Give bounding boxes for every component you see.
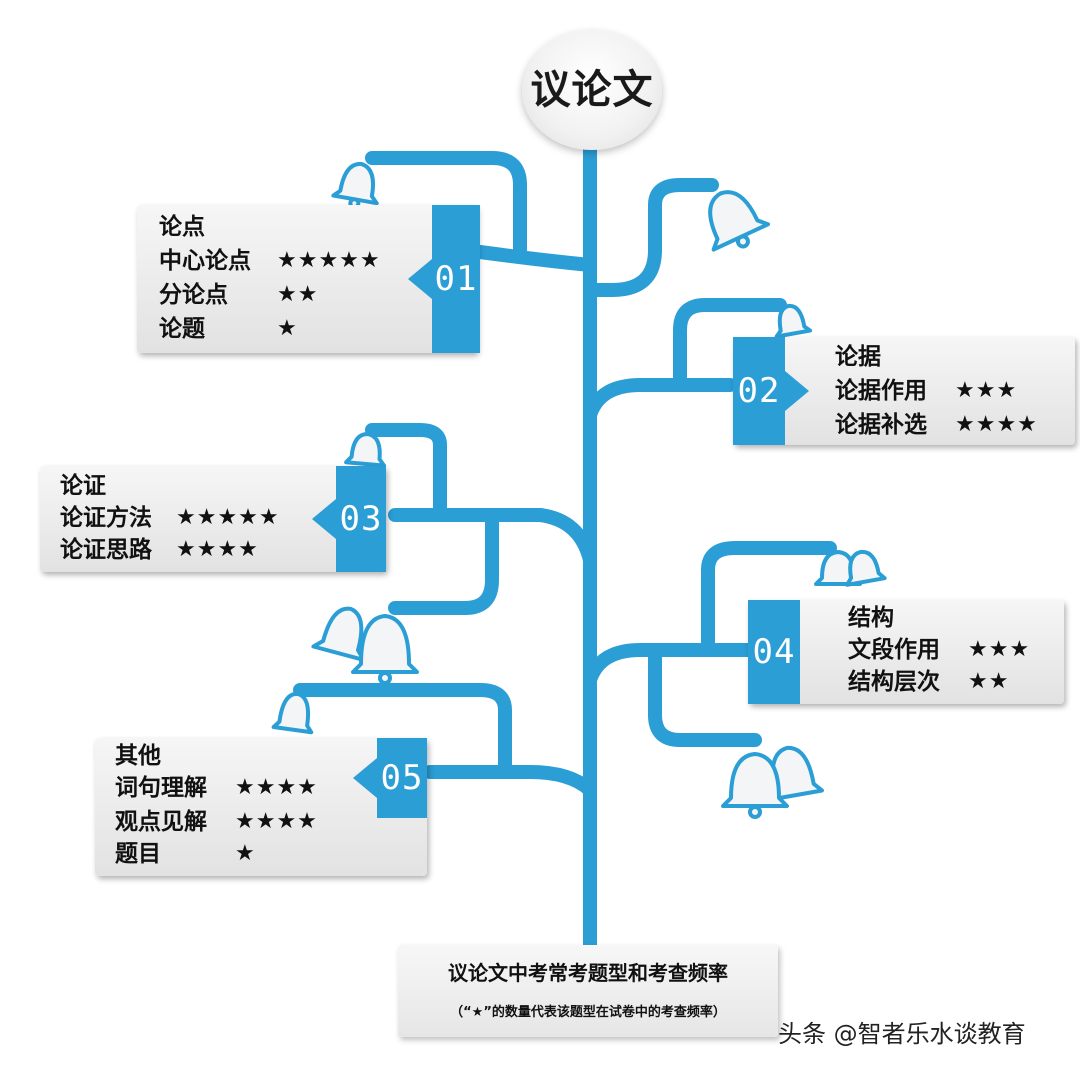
branch-04-down-curl (648, 643, 762, 747)
card-02-number: 02 (733, 337, 809, 445)
card-04-item-label: 文段作用 (848, 637, 940, 663)
card-05-item-stars: ★★★★ (235, 775, 318, 800)
card-03-heading: 论证 (60, 473, 106, 499)
bell-icon (271, 691, 314, 735)
page-title: 议论文 (530, 67, 654, 113)
card-01-item-label: 论题 (159, 316, 205, 342)
bell-icon (845, 549, 887, 587)
card-04-item-label: 结构层次 (848, 669, 940, 695)
legend-title: 议论文中考常考题型和考查频率 (448, 961, 728, 985)
card-05: 05 其他 词句理解 ★★★★ 观点见解 ★★★★ 题目 ★ (95, 738, 427, 876)
bell-icon (774, 303, 813, 339)
card-02-item-stars: ★★★ (955, 378, 1018, 403)
branch-01-curl (365, 151, 527, 259)
card-04-number: 04 (748, 600, 800, 704)
card-03-number: 03 (312, 466, 386, 572)
card-01-item-stars: ★★★★★ (277, 248, 381, 273)
branch-02 (583, 378, 737, 422)
branch-04-curl (701, 541, 837, 657)
card-01-item-stars: ★★ (277, 282, 319, 307)
title-circle: 议论文 (522, 30, 662, 150)
branch-02-curl (673, 298, 787, 392)
card-01-heading: 论点 (159, 214, 205, 240)
bell-icon (331, 161, 379, 210)
card-03-item-label: 论证方法 (60, 505, 152, 531)
card-02-item-label: 论据作用 (835, 378, 927, 404)
legend-note: （“★”的数量代表该题型在试卷中的考查频率） (450, 1005, 726, 1020)
card-01-item-stars: ★ (277, 316, 298, 341)
branch-05 (423, 765, 597, 797)
branch-03-down-curl (388, 513, 499, 615)
card-02: 02 论据 论据作用 ★★★ 论据补选 ★★★★ (733, 337, 1075, 445)
card-03-item-stars: ★★★★ (176, 537, 259, 562)
branch-01-right-curl (585, 178, 719, 297)
bell-icon (721, 752, 789, 819)
card-05-item-stars: ★★★★ (235, 809, 318, 834)
card-03-item-label: 论证思路 (60, 537, 152, 563)
card-02-item-stars: ★★★★ (955, 412, 1038, 437)
branch-04 (583, 643, 762, 687)
card-05-number: 05 (353, 738, 427, 818)
card-05-item-label: 词句理解 (115, 775, 207, 801)
card-03: 03 论证 论证方法 ★★★★★ 论证思路 ★★★★ (40, 466, 386, 572)
bell-icon (344, 431, 386, 468)
legend-box: 议论文中考常考题型和考查频率 （“★”的数量代表该题型在试卷中的考查频率） (398, 945, 778, 1037)
card-05-heading: 其他 (115, 743, 161, 769)
card-01-number: 01 (408, 205, 480, 353)
card-02-heading: 论据 (835, 344, 881, 370)
card-05-item-label: 观点见解 (115, 809, 207, 835)
card-05-item-stars: ★ (235, 841, 256, 866)
card-02-item-label: 论据补选 (835, 412, 927, 438)
card-04: 04 结构 文段作用 ★★★ 结构层次 ★★ (748, 600, 1064, 704)
bell-icon (351, 614, 419, 685)
branch-05-curl (293, 683, 512, 779)
branch-03-curl (365, 423, 447, 522)
card-01-item-label: 分论点 (159, 282, 228, 308)
card-01-item-label: 中心论点 (159, 248, 251, 274)
card-01: 01 论点 中心论点 ★★★★★ 分论点 ★★ 论题 ★ (137, 205, 480, 353)
card-04-item-stars: ★★ (968, 669, 1010, 694)
bell-icon (708, 190, 771, 252)
branch-03 (388, 508, 597, 567)
bell-icon (311, 606, 366, 662)
card-04-heading: 结构 (848, 605, 894, 631)
branch-01 (473, 245, 597, 272)
card-05-item-label: 题目 (115, 841, 161, 867)
watermark: 头条 @智者乐水谈教育 (778, 1020, 1026, 1048)
card-03-item-stars: ★★★★★ (176, 505, 280, 530)
card-04-item-stars: ★★★ (968, 637, 1031, 662)
